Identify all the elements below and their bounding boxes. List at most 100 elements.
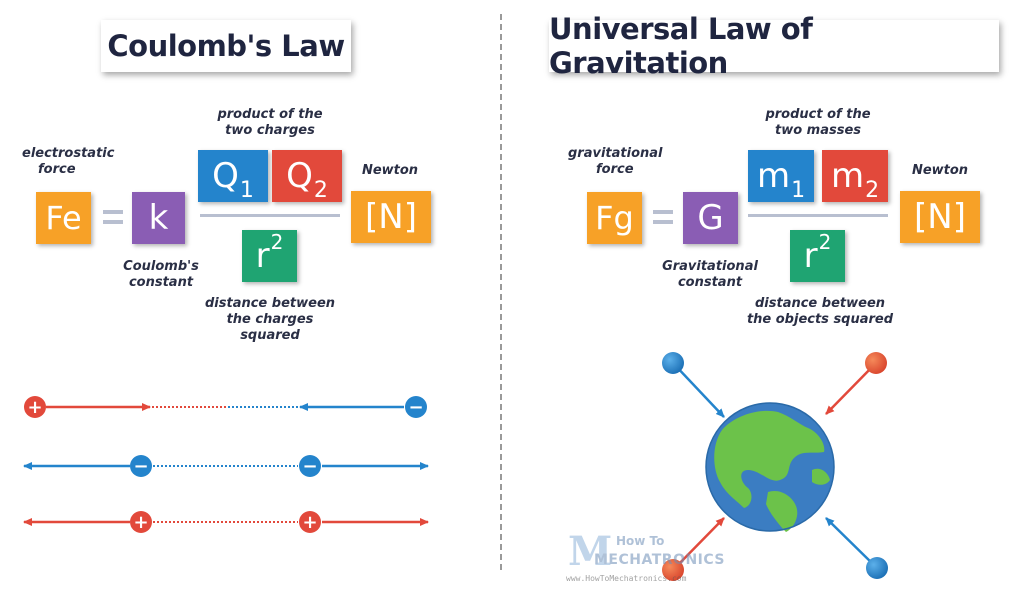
negative-charge [130,455,152,477]
attraction-row: + − [24,396,427,418]
gravity-arrow [825,517,878,569]
negative-charge [299,455,321,477]
gravitational-constant-caption: Gravitational constant [660,259,760,291]
m2-subscript: 2 [865,177,880,203]
caption-line: product of the [217,107,323,122]
charge-sign: + [302,512,317,533]
g-symbol-tile: G [683,192,738,244]
gravitation-title-text: Universal Law of Gravitation [549,12,813,80]
island [812,468,830,485]
watermark-logo: M How To MECHATRONICS www.HowToMechatron… [564,528,725,588]
repulsion-negative-row: − − [23,455,429,477]
earth-globe [705,402,835,532]
gravity-arrow [672,362,725,418]
positive-charge [130,511,152,533]
caption-line: electrostatic [22,146,115,161]
ocean [706,403,834,531]
m1-symbol: m [756,156,791,196]
negative-charge [405,396,427,418]
positive-charge [299,511,321,533]
coulomb-title: Coulomb's Law [101,20,351,72]
newton-caption-right: Newton [905,163,975,179]
r-exponent: 2 [818,230,832,254]
newton-caption-left: Newton [355,163,425,179]
watermark-m-logo: M [568,528,613,575]
charge-sign: + [133,512,148,533]
charge-sign: + [27,397,42,418]
charge-sign: − [408,397,423,418]
gravity-arrow [825,362,877,415]
gravitation-title: Universal Law of Gravitation [549,12,999,80]
mass-body-blue [662,352,684,374]
caption-line: constant [677,275,743,290]
newton-unit: [N] [914,197,966,237]
caption-line: distance between [754,296,886,311]
watermark-url: www.HowToMechatronics.com [566,574,687,583]
fg-symbol: Fg [595,199,634,237]
fe-symbol-tile: Fe [36,192,91,244]
charge-sign: − [133,456,148,477]
electrostatic-force-caption: electrostatic force [22,146,114,178]
mass-body-blue [866,557,888,579]
caption-line: the objects squared [746,312,894,327]
caption-line: Coulomb's [123,259,199,274]
fe-symbol: Fe [45,199,82,237]
r-symbol: r [803,236,818,276]
caption-line: force [38,162,76,177]
continent-north-america [714,410,825,508]
caption-line: constant [128,275,194,290]
gravitational-force-caption: gravitational force [568,146,663,178]
q1-subscript: 1 [239,177,254,203]
caption-line: product of the [765,107,871,122]
coulomb-constant-caption: Coulomb's constant [116,259,206,291]
coulomb-title-text: Coulomb's Law [107,29,345,63]
masses-product-caption: product of the two masses [748,107,888,139]
charges-distance-caption: distance between the charges squared [195,296,345,344]
k-symbol-tile: k [132,192,185,244]
caption-line: two charges [225,123,315,138]
fg-symbol-tile: Fg [587,192,642,244]
charge-sign: − [302,456,317,477]
m1-subscript: 1 [791,177,806,203]
m2-symbol: m [830,156,865,196]
continent-south-america [766,490,798,532]
equals-sign [103,208,123,226]
caption-line: force [596,162,634,177]
caption-line: Newton [361,163,419,178]
watermark-line1: How To [616,534,665,548]
q2-symbol: Q [286,156,313,196]
repulsion-positive-row: + + [23,511,429,533]
caption-line: Newton [911,163,969,178]
charges-product-caption: product of the two charges [200,107,340,139]
fraction-bar [748,214,888,217]
caption-line: the charges squared [226,312,314,343]
mass-body-red [865,352,887,374]
section-divider [500,14,502,570]
equals-sign [653,208,673,226]
q1-symbol: Q [212,156,239,196]
caption-line: two masses [774,123,862,138]
r-symbol: r [255,236,270,276]
watermark-line2: MECHATRONICS [594,552,726,568]
globe-outline [705,402,835,532]
q2-subscript: 2 [313,177,328,203]
caption-line: distance between [204,296,336,311]
newton-unit-tile-right: [N] [900,191,980,243]
fraction-bar [200,214,340,217]
g-symbol: G [697,198,724,238]
r-exponent: 2 [270,230,284,254]
newton-unit-tile-left: [N] [351,191,431,243]
caption-line: gravitational [568,146,663,161]
charge-interactions-diagram: + − − − + + [23,396,429,533]
objects-distance-caption: distance between the objects squared [745,296,895,328]
k-symbol: k [148,198,169,238]
caption-line: Gravitational [662,259,758,274]
positive-charge [24,396,46,418]
newton-unit: [N] [365,197,417,237]
